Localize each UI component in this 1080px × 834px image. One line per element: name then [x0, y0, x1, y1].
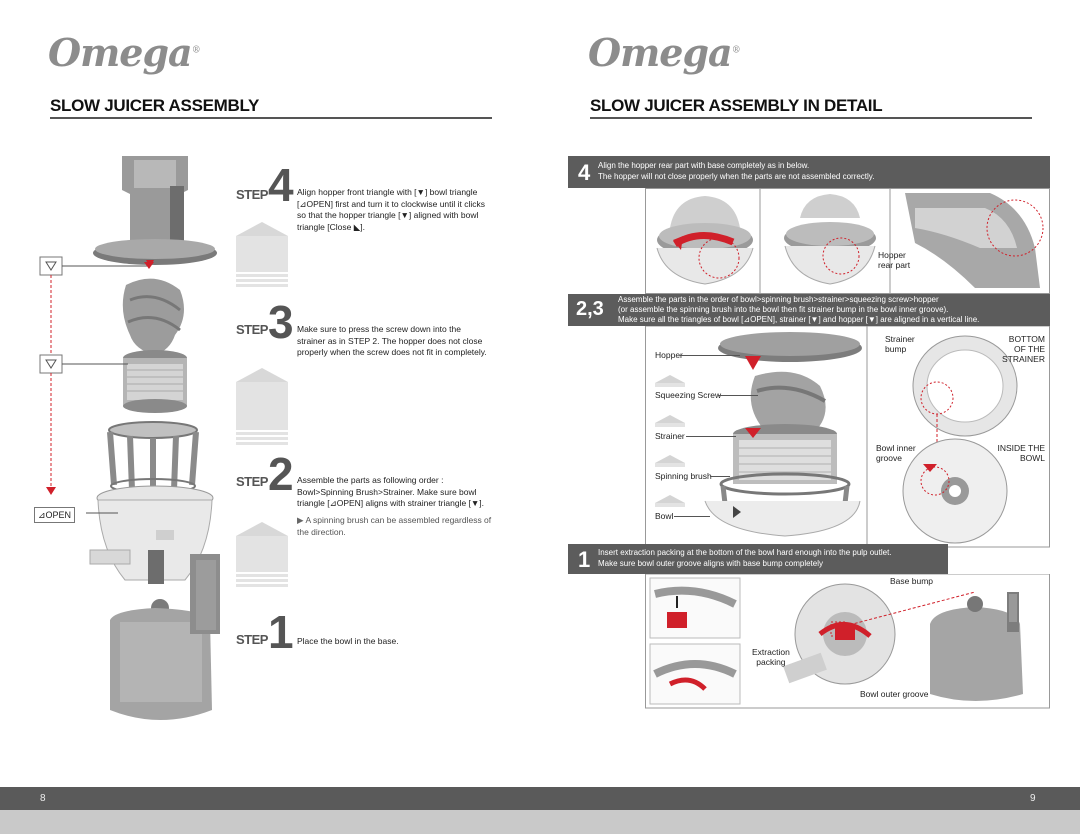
- detail-step-number: 2,3: [576, 298, 604, 320]
- page-title-left: SLOW JUICER ASSEMBLY: [50, 96, 260, 115]
- detail-step-4-line1: Align the hopper rear part with base com…: [598, 161, 810, 170]
- detail-step-23-line3: Make sure all the triangles of bowl [⊿OP…: [618, 315, 980, 324]
- step-word: STEP: [236, 322, 268, 337]
- label-bowl: Bowl: [655, 511, 674, 521]
- detail-step-4-titlebar: 4 Align the hopper rear part with base c…: [568, 156, 1050, 188]
- step-word: STEP: [236, 632, 268, 647]
- step-4-shape: [236, 222, 288, 287]
- leader-line: [674, 516, 710, 517]
- step-3-text: Make sure to press the screw down into t…: [297, 324, 487, 357]
- detail-step-1-line2: Make sure bowl outer groove aligns with …: [598, 559, 824, 568]
- label-hopper-part: Hopper: [655, 350, 683, 360]
- omega-logo-left: Omega®: [48, 30, 201, 75]
- label-strainer-bump: Strainer bump: [885, 334, 915, 354]
- alignment-guide-lines: [39, 256, 154, 514]
- page-title-right: SLOW JUICER ASSEMBLY IN DETAIL: [590, 96, 883, 115]
- juicer-exploded-illustration: [89, 156, 220, 720]
- label-spinning-brush: Spinning brush: [655, 471, 712, 481]
- hopper-alignment-illustration: [645, 188, 1050, 294]
- step-number: 2: [268, 448, 294, 500]
- logo-mark: ®: [731, 45, 741, 56]
- page-number-left: 8: [40, 793, 46, 804]
- step-word: STEP: [236, 474, 268, 489]
- label-inside-the-bowl: INSIDE THE BOWL: [997, 443, 1045, 463]
- logo-text: Omega: [48, 30, 193, 75]
- label-bottom-of-strainer: BOTTOM OF THE STRAINER: [1002, 334, 1045, 364]
- footer-bottom-strip: [0, 810, 1080, 834]
- step-4-text: Align hopper front triangle with [▼] bow…: [297, 187, 486, 232]
- detail-step-4-line2: The hopper will not close properly when …: [598, 172, 875, 181]
- detail-step-1-line1: Insert extraction packing at the bottom …: [598, 548, 892, 557]
- open-indicator-label: ⊿OPEN: [34, 507, 76, 523]
- detail-step-23-line2: (or assemble the spinning brush into the…: [618, 305, 949, 314]
- page-number-right: 9: [1030, 793, 1036, 804]
- step-2-shape: [236, 522, 288, 587]
- detail-step-23-titlebar: 2,3 Assemble the parts in the order of b…: [568, 294, 1050, 326]
- leader-line: [686, 436, 736, 437]
- step-number: 4: [268, 159, 294, 211]
- label-base-bump: Base bump: [890, 576, 933, 586]
- label-squeezing-screw: Squeezing Screw: [655, 390, 722, 400]
- label-strainer: Strainer: [655, 431, 685, 441]
- label-rear-part: rear part: [878, 260, 911, 270]
- logo-text: Omega: [588, 30, 733, 75]
- leader-line: [718, 395, 758, 396]
- note-arrow-icon: ▶: [297, 515, 304, 525]
- label-extraction-packing: Extraction packing: [752, 647, 790, 667]
- detail-step-number: 4: [578, 160, 591, 185]
- step-2-note: ▶ A spinning brush can be assembled rega…: [297, 515, 493, 538]
- step-2-text: Assemble the parts as following order : …: [297, 475, 485, 508]
- leader-line: [680, 355, 740, 356]
- detail-step-number: 1: [578, 547, 591, 572]
- detail-step-23-line1: Assemble the parts in the order of bowl>…: [618, 295, 939, 304]
- step-number: 1: [268, 606, 294, 658]
- step-word: STEP: [236, 187, 268, 202]
- step-1-text: Place the bowl in the base.: [297, 636, 399, 646]
- omega-logo-right: Omega®: [588, 30, 741, 75]
- step-2-note-text: A spinning brush can be assembled regard…: [297, 515, 492, 537]
- heading-rule-right: [590, 117, 1032, 119]
- base-bowl-illustration: [645, 574, 1050, 709]
- footer-bar: [0, 787, 1080, 810]
- leader-line: [710, 476, 730, 477]
- heading-rule-left: [50, 117, 492, 119]
- detail-step-1-titlebar: 1 Insert extraction packing at the botto…: [568, 544, 948, 574]
- label-bowl-inner-groove: Bowl inner groove: [876, 443, 916, 463]
- label-hopper: Hopper: [878, 250, 906, 260]
- logo-mark: ®: [191, 45, 201, 56]
- step-number: 3: [268, 296, 294, 348]
- step-3-shape: [236, 368, 288, 445]
- label-bowl-outer-groove: Bowl outer groove: [860, 689, 929, 699]
